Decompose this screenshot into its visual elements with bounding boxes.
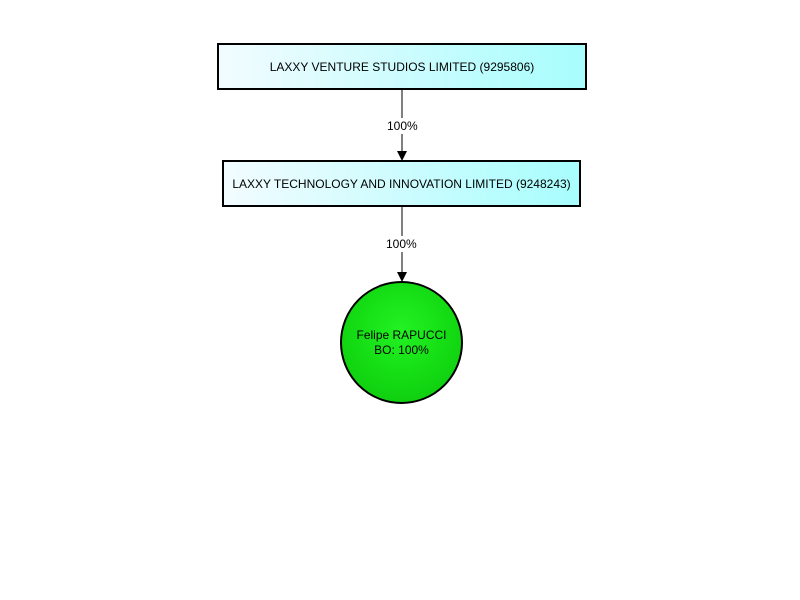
node-company-label: LAXXY TECHNOLOGY AND INNOVATION LIMITED … [232, 176, 571, 191]
person-name: Felipe RAPUCCI [356, 327, 447, 342]
edge-label-ownership: 100% [385, 236, 418, 252]
node-company-label: LAXXY VENTURE STUDIOS LIMITED (9295806) [269, 59, 535, 74]
edge-label-ownership: 100% [386, 118, 419, 134]
node-person-beneficial-owner[interactable]: Felipe RAPUCCI BO: 100% [340, 281, 463, 404]
node-company-laxxy-technology-innovation[interactable]: LAXXY TECHNOLOGY AND INNOVATION LIMITED … [222, 160, 581, 207]
node-company-laxxy-venture-studios[interactable]: LAXXY VENTURE STUDIOS LIMITED (9295806) [217, 43, 587, 90]
person-ownership: BO: 100% [374, 342, 429, 357]
